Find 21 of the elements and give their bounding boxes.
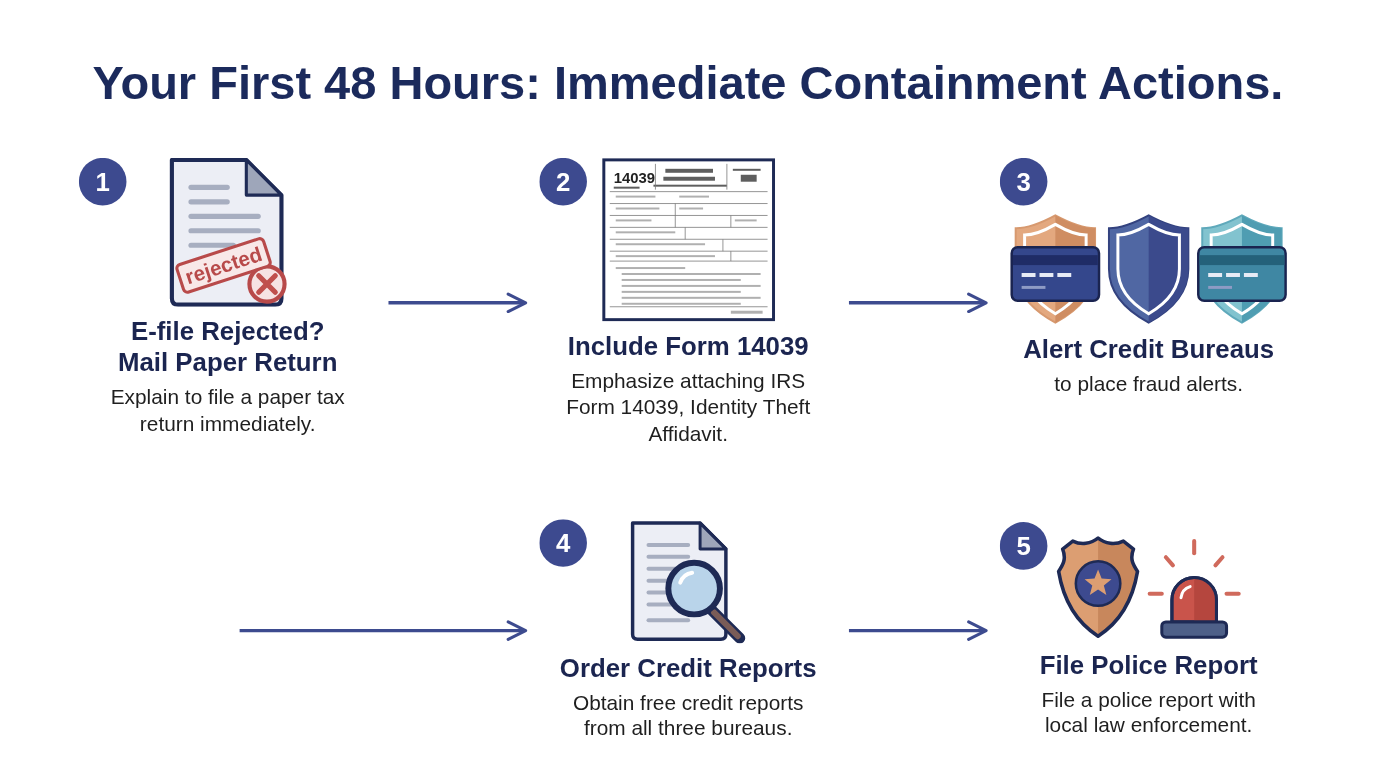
step-heading: E-file Rejected? Mail Paper Return bbox=[116, 316, 339, 379]
step-heading: File Police Report bbox=[1039, 650, 1258, 682]
step-description: Emphasize attaching IRS Form 14039, Identity Theft Affidavit. bbox=[564, 368, 811, 447]
step-heading: Order Credit Reports bbox=[559, 653, 817, 685]
step-number-badge: 1 bbox=[78, 157, 127, 206]
arrow bbox=[848, 292, 988, 314]
arrow bbox=[239, 620, 527, 641]
step-number-badge: 2 bbox=[539, 157, 587, 206]
step-heading: Include Form 14039 bbox=[567, 331, 809, 363]
step-description: Obtain free credit reports from all three bureaus. bbox=[571, 690, 805, 742]
arrow bbox=[388, 292, 527, 314]
step-heading: Alert Credit Bureaus bbox=[1023, 334, 1274, 366]
step-number-badge: 4 bbox=[539, 519, 587, 567]
arrow bbox=[848, 620, 988, 641]
form-number: 14039 bbox=[613, 168, 655, 186]
step-number-badge: 5 bbox=[999, 522, 1048, 570]
step-description: File a police report with local law enforcement. bbox=[1040, 687, 1257, 739]
step-description: to place fraud alerts. bbox=[1054, 371, 1243, 398]
title: Your First 48 Hours: Immediate Containment Actions. bbox=[92, 56, 1284, 111]
step-description: Explain to file a paper tax return immediately. bbox=[109, 384, 346, 437]
step-number-badge: 3 bbox=[999, 157, 1048, 206]
